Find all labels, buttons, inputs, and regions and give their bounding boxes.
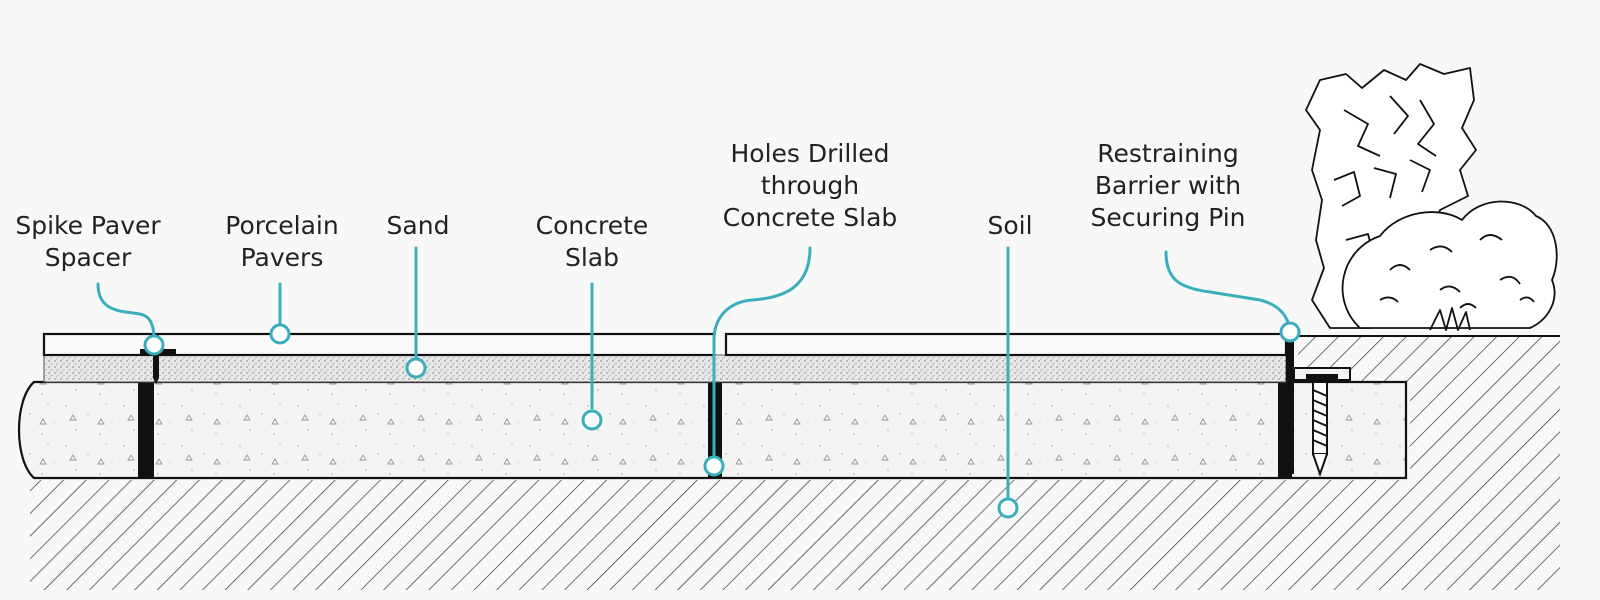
holes-drilled-marker (703, 455, 725, 477)
spike-spacer-leader (96, 282, 156, 342)
label-soil: Soil (987, 211, 1033, 240)
restraining-barrier (1286, 334, 1351, 478)
soil-layer (30, 335, 1560, 590)
sand-layer (43, 354, 1287, 383)
sand-marker (405, 357, 427, 379)
restraining-barrier-leader (1164, 250, 1290, 324)
shrub-illustration (1305, 63, 1558, 331)
porcelain-pavers (42, 332, 1288, 357)
label-sand: Sand (386, 211, 450, 240)
restraining-barrier-marker (1279, 321, 1301, 343)
holes-drilled-leader (712, 246, 812, 458)
concrete-slab-marker (581, 409, 603, 431)
porcelain-pavers-marker (269, 323, 291, 345)
spike-spacer-marker (143, 334, 165, 356)
soil-marker (997, 497, 1019, 519)
